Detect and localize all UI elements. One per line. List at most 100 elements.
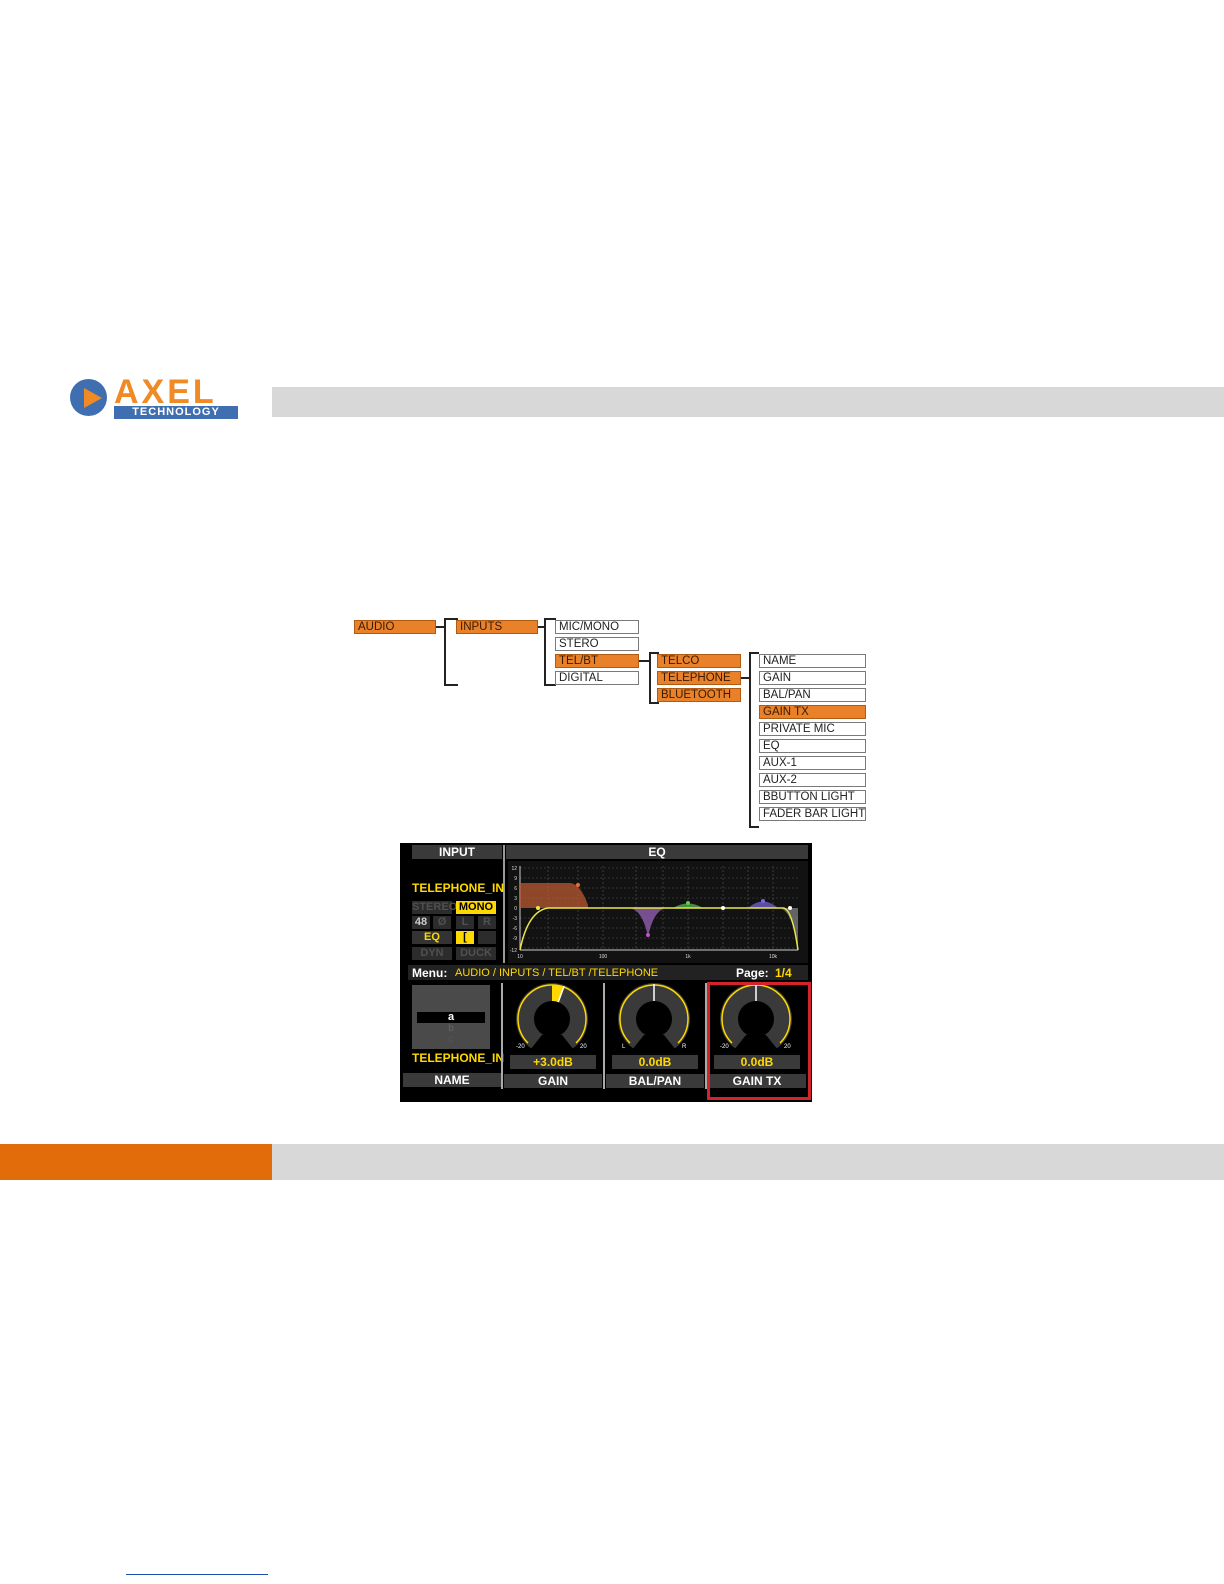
duck-button[interactable]: DUCK [456,947,496,960]
gain-tx-value: 0.0dB [714,1055,800,1069]
menu-tree: AUDIO INPUTS MIC/MONO STERO TEL/BT DIGIT… [354,618,866,828]
name-list-item[interactable]: b [448,1023,454,1034]
header-bar [272,387,1224,417]
axel-logo: AXEL TECHNOLOGY [70,375,238,419]
name-list-selected[interactable]: a [417,1012,485,1023]
tree-bracket [444,684,458,686]
name-list[interactable]: a b c [412,985,490,1049]
menu-node-stero: STERO [555,637,639,651]
dyn-button[interactable]: DYN [412,947,452,960]
menu-node-name: NAME [759,654,866,668]
eq-graph: 12 9 6 3 0 -3 -6 -9 -12 10 100 1k 10k [508,861,808,963]
page-value: 1/4 [775,966,792,980]
svg-text:10: 10 [517,954,523,960]
tree-bracket [749,652,751,828]
menu-node-digital: DIGITAL [555,671,639,685]
gain-tx-knob[interactable]: -20 20 [716,981,796,1053]
tree-bracket [444,618,446,686]
tree-bracket [649,652,659,654]
name-value: TELEPHONE_IN [412,1051,505,1065]
menu-node-gain: GAIN [759,671,866,685]
menu-node-gain-tx: GAIN TX [759,705,866,719]
gain-label: GAIN [504,1074,602,1088]
eq-x-ticks: 10 100 1k 10k [517,954,777,960]
tree-connector [741,677,751,679]
knob-min-label: -20 [516,1044,525,1050]
menu-node-mic-mono: MIC/MONO [555,620,639,634]
svg-text:3: 3 [514,896,517,902]
name-list-item[interactable]: c [448,1034,454,1045]
svg-text:9: 9 [514,876,517,882]
knob-max-label: 20 [784,1044,791,1050]
name-label: NAME [403,1073,501,1087]
svg-text:12: 12 [511,866,517,872]
input-header: INPUT [412,845,502,859]
tree-bracket [444,618,458,620]
stereo-button[interactable]: STEREO [412,901,458,914]
footer-link-underline[interactable] [126,1574,268,1575]
knob-max-label: R [682,1044,687,1050]
knob-min-label: L [622,1044,626,1050]
menu-node-inputs: INPUTS [456,620,538,634]
svg-text:-9: -9 [513,936,518,942]
device-screen: INPUT EQ TELEPHONE_IN STEREO MONO 48 Ø L… [400,843,812,1102]
logo-subtext: TECHNOLOGY [114,406,238,419]
blank-button[interactable] [478,931,496,944]
tree-connector [436,626,446,628]
bal-pan-knob[interactable]: L R [614,981,694,1053]
svg-text:10k: 10k [769,954,778,960]
tree-bracket [749,826,759,828]
footer-accent-bar [0,1144,272,1180]
menu-node-eq: EQ [759,739,866,753]
divider [501,983,503,1089]
menu-node-bal-pan: BAL/PAN [759,688,866,702]
svg-text:0: 0 [514,906,517,912]
menu-node-fader-bar-light: FADER BAR LIGHT [759,807,866,821]
menu-path: AUDIO / INPUTS / TEL/BT /TELEPHONE [455,967,659,979]
bal-pan-label: BAL/PAN [606,1074,704,1088]
divider [503,845,505,963]
divider [603,983,605,1089]
menu-node-aux-2: AUX-2 [759,773,866,787]
tree-bracket [649,652,651,704]
menu-node-tel-bt: TEL/BT [555,654,639,668]
menu-node-telephone: TELEPHONE [657,671,741,685]
svg-text:-6: -6 [513,926,518,932]
gain-value: +3.0dB [510,1055,596,1069]
gain-knob[interactable]: -20 20 [512,981,592,1053]
highlight-frame [707,982,811,1100]
logo-text: AXEL [114,373,217,411]
page-label: Page: [736,966,769,980]
eq-y-ticks: 12 9 6 3 0 -3 -6 -9 -12 [510,866,517,954]
menu-label: Menu: [412,966,448,980]
knob-min-label: -20 [720,1044,729,1050]
svg-text:6: 6 [514,886,517,892]
logo-arrow-icon [84,388,102,408]
menu-node-private-mic: PRIVATE MIC [759,722,866,736]
tree-connector [538,626,546,628]
knob-max-label: 20 [580,1044,587,1050]
bracket-button[interactable]: [ [456,931,474,944]
right-button[interactable]: R [478,916,496,929]
tree-bracket [749,652,759,654]
left-button[interactable]: L [456,916,474,929]
eq-button[interactable]: EQ [412,931,452,944]
menu-node-telco: TELCO [657,654,741,668]
svg-text:-3: -3 [513,916,518,922]
phantom-48v-button[interactable]: 48 [412,916,430,929]
menu-node-aux-1: AUX-1 [759,756,866,770]
menu-node-bluetooth: BLUETOOTH [657,688,741,702]
menu-node-bbutton-light: BBUTTON LIGHT [759,790,866,804]
svg-text:1k: 1k [685,954,691,960]
divider [705,983,707,1089]
tree-bracket [544,618,556,620]
channel-name: TELEPHONE_IN [412,881,505,895]
tree-bracket [544,618,546,686]
bal-pan-value: 0.0dB [612,1055,698,1069]
eq-header: EQ [506,845,808,859]
tree-bracket [649,702,659,704]
mono-button[interactable]: MONO [456,901,496,914]
menu-path-bar [408,965,808,980]
tree-bracket [544,684,556,686]
phase-button[interactable]: Ø [433,916,451,929]
